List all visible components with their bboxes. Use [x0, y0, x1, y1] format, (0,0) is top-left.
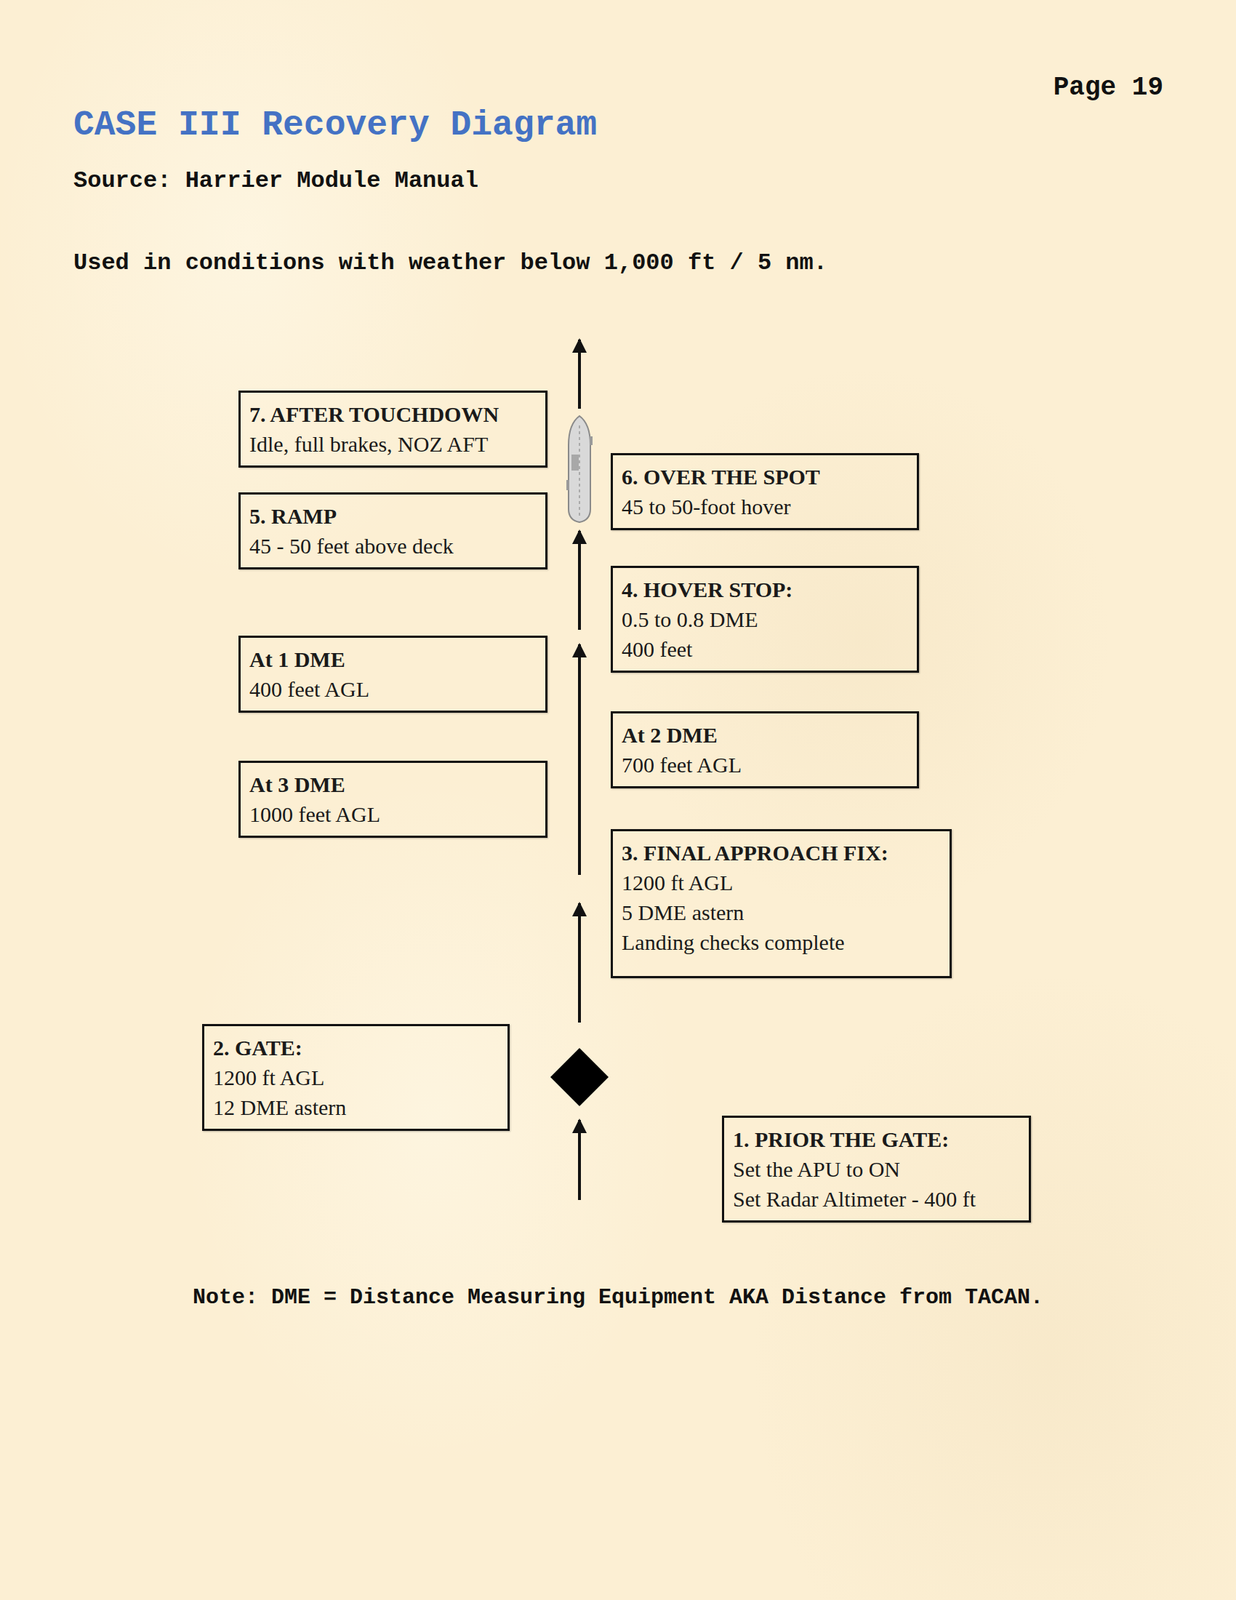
step-detail: Set Radar Altimeter - 400 ft — [732, 1183, 1019, 1214]
step-detail: 1200 ft AGL — [213, 1062, 498, 1093]
step-detail: 400 feet — [621, 633, 907, 664]
step-heading: At 1 DME — [249, 644, 536, 674]
step-box: 6. OVER THE SPOT45 to 50-foot hover — [610, 452, 920, 531]
path-arrow — [578, 644, 581, 875]
step-heading: 7. AFTER TOUCHDOWN — [249, 399, 536, 429]
step-heading: 5. RAMP — [249, 500, 536, 531]
step-box: 7. AFTER TOUCHDOWNIdle, full brakes, NOZ… — [238, 390, 548, 468]
step-box: 2. GATE:1200 ft AGL12 DME astern — [202, 1023, 510, 1131]
step-box: 3. FINAL APPROACH FIX:1200 ft AGL5 DME a… — [610, 828, 952, 978]
ship-icon — [566, 415, 593, 523]
path-arrow — [578, 1119, 581, 1200]
path-arrow — [578, 903, 581, 1023]
step-heading: 4. HOVER STOP: — [621, 574, 907, 605]
page-number: Page 19 — [1053, 72, 1164, 103]
step-box: 5. RAMP45 - 50 feet above deck — [238, 492, 548, 570]
source-note: Source: Harrier Module Manual — [73, 167, 479, 195]
step-detail: 1000 feet AGL — [249, 799, 536, 829]
path-arrow — [578, 530, 581, 630]
step-heading: At 3 DME — [249, 769, 536, 800]
step-detail: 400 feet AGL — [249, 673, 536, 704]
step-heading: 3. FINAL APPROACH FIX: — [621, 837, 940, 868]
step-box: 1. PRIOR THE GATE:Set the APU to ONSet R… — [721, 1115, 1031, 1223]
usage-note: Used in conditions with weather below 1,… — [73, 249, 828, 277]
step-box: At 1 DME400 feet AGL — [238, 635, 548, 713]
step-box: At 3 DME1000 feet AGL — [238, 760, 548, 838]
step-detail: 45 - 50 feet above deck — [249, 530, 536, 561]
step-heading: 2. GATE: — [213, 1032, 498, 1063]
step-heading: At 2 DME — [621, 719, 907, 750]
step-detail: 700 feet AGL — [621, 749, 907, 780]
step-detail: 45 to 50-foot hover — [621, 491, 907, 522]
gate-diamond — [550, 1047, 609, 1106]
step-box: At 2 DME700 feet AGL — [610, 711, 920, 789]
step-detail: 1200 ft AGL — [621, 867, 940, 898]
path-arrow — [578, 339, 581, 409]
step-detail: 12 DME astern — [213, 1092, 498, 1122]
step-detail: 0.5 to 0.8 DME — [621, 604, 907, 634]
footnote: Note: DME = Distance Measuring Equipment… — [192, 1284, 1044, 1310]
step-heading: 6. OVER THE SPOT — [621, 461, 907, 492]
step-heading: 1. PRIOR THE GATE: — [732, 1124, 1019, 1154]
step-detail: 5 DME astern — [621, 897, 940, 927]
step-detail: Landing checks complete — [621, 927, 940, 957]
page-title: CASE III Recovery Diagram — [73, 105, 597, 145]
step-box: 4. HOVER STOP:0.5 to 0.8 DME400 feet — [610, 565, 920, 673]
step-detail: Set the APU to ON — [732, 1153, 1019, 1184]
step-detail: Idle, full brakes, NOZ AFT — [249, 428, 536, 459]
